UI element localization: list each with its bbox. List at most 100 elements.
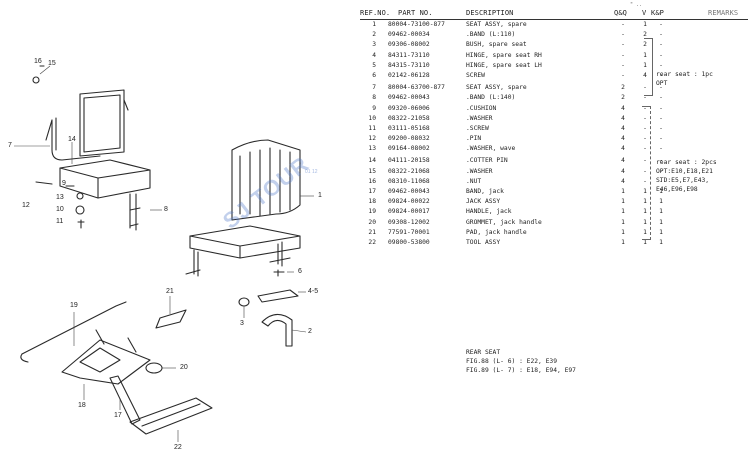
callout-11: 11 xyxy=(56,218,64,225)
ref-cell: 12 xyxy=(368,135,376,143)
part-number-cell: 09462-00043 xyxy=(388,188,430,195)
footer-note: REAR SEAT FIG.88 (L- 6) : E22, E39 FIG.8… xyxy=(466,348,576,375)
callout-15: 15 xyxy=(48,60,56,67)
qq-cell: 4 xyxy=(621,124,625,132)
part-number-cell: 02142-06128 xyxy=(388,71,430,79)
qq-cell: - xyxy=(621,71,625,79)
footer-line-1: FIG.88 (L- 6) : E22, E39 xyxy=(466,358,557,365)
remark-2-line-4: E46,E96,E98 xyxy=(656,186,698,193)
kp-cell: - xyxy=(659,167,663,175)
description-cell: .COTTER PIN xyxy=(466,157,508,165)
ref-cell: 2 xyxy=(372,31,376,39)
header-qq: Q&Q xyxy=(614,9,627,17)
ref-cell: 22 xyxy=(368,238,376,246)
callout-20: 20 xyxy=(180,364,188,371)
qq-cell: - xyxy=(621,51,625,59)
part-number-cell: 77591-70001 xyxy=(388,228,430,236)
ref-cell: 4 xyxy=(372,51,376,59)
kp-cell: - xyxy=(659,157,663,165)
part-number-cell: 84311-73110 xyxy=(388,51,430,59)
part-number-cell: 09200-08032 xyxy=(388,135,430,143)
ref-cell: 7 xyxy=(372,84,376,92)
ref-cell: 10 xyxy=(368,114,376,122)
description-cell: SEAT ASSY, spare xyxy=(466,21,527,28)
callout-16: 16 xyxy=(34,58,42,65)
ref-cell: 5 xyxy=(372,61,376,69)
callout-4-5: 4-5 xyxy=(308,288,319,295)
part-number-cell: 09320-06006 xyxy=(388,104,430,112)
header-remarks: REMARKS xyxy=(708,9,739,17)
kp-cell: 1 xyxy=(659,198,663,206)
description-cell: GROMMET, jack handle xyxy=(466,218,542,226)
v-cell: 1 xyxy=(643,238,647,246)
v-cell: - xyxy=(643,84,647,92)
description-cell: .BAND (L:110) xyxy=(466,31,516,39)
group-bracket-1 xyxy=(644,38,653,96)
qq-cell: 1 xyxy=(621,188,625,195)
callout-7: 7 xyxy=(8,142,12,149)
v-cell: 2 xyxy=(643,41,647,49)
qq-cell: 1 xyxy=(621,198,625,206)
remark-1-line-1: rear seat : 1pc xyxy=(656,71,713,78)
kp-cell: - xyxy=(659,51,663,59)
header-part: PART NO. xyxy=(398,9,433,17)
ref-cell: 15 xyxy=(368,167,376,175)
v-cell: 1 xyxy=(643,198,647,206)
footer-line-2: FIG.89 (L- 7) : E18, E94, E97 xyxy=(466,367,576,374)
remark-group-1: rear seat : 1pc OPT xyxy=(656,70,713,88)
callout-14: 14 xyxy=(68,136,76,143)
qq-cell: 2 xyxy=(621,84,625,92)
v-cell: - xyxy=(643,114,647,122)
part-number-cell: 09462-00043 xyxy=(388,94,430,102)
v-cell: - xyxy=(643,145,647,153)
callout-1: 1 xyxy=(318,192,322,199)
kp-cell: - xyxy=(659,145,663,153)
exploded-diagram: 7 8 1 6 4-5 2 3 21 19 18 17 20 22 14 12 … xyxy=(0,0,360,456)
callout-8: 8 xyxy=(164,206,168,213)
qq-cell: 4 xyxy=(621,157,625,165)
footer-title: REAR SEAT xyxy=(466,349,501,356)
diagram-drawing xyxy=(14,65,314,442)
description-cell: BAND, jack xyxy=(466,188,504,195)
v-cell: 4 xyxy=(643,71,647,79)
description-cell: .CUSHION xyxy=(466,104,497,112)
remark-group-2: rear seat : 2pcs OPT:E10,E18,E21 STD:E5,… xyxy=(656,158,717,194)
remark-1-line-2: OPT xyxy=(656,80,668,87)
ref-cell: 11 xyxy=(368,124,376,132)
ref-cell: 21 xyxy=(368,228,376,236)
callout-2: 2 xyxy=(308,328,312,335)
part-number-cell: 84315-73110 xyxy=(388,61,430,69)
header-desc: DESCRIPTION xyxy=(466,9,514,17)
part-number-cell: 09824-00017 xyxy=(388,208,430,216)
v-cell: - xyxy=(643,124,647,132)
kp-cell: - xyxy=(659,94,663,102)
ref-cell: 18 xyxy=(368,198,376,206)
kp-cell: - xyxy=(659,71,663,79)
qq-cell: 1 xyxy=(621,208,625,216)
ref-cell: 17 xyxy=(368,188,376,195)
ref-cell: 16 xyxy=(368,177,376,185)
qq-cell: 4 xyxy=(621,167,625,175)
part-number-cell: 09308-12002 xyxy=(388,218,430,226)
description-cell: TOOL ASSY xyxy=(466,238,501,246)
part-number-cell: 09306-08002 xyxy=(388,41,430,49)
ref-cell: 9 xyxy=(372,104,376,112)
v-cell: - xyxy=(643,104,647,112)
qq-cell: 4 xyxy=(621,145,625,153)
part-number-cell: 08322-21068 xyxy=(388,167,430,175)
parts-table: " .. REF.NO. PART NO. DESCRIPTION Q&Q V … xyxy=(360,2,748,248)
callout-3: 3 xyxy=(240,320,244,327)
description-cell: PAD, jack handle xyxy=(466,228,527,236)
group-bracket-2 xyxy=(642,106,651,240)
